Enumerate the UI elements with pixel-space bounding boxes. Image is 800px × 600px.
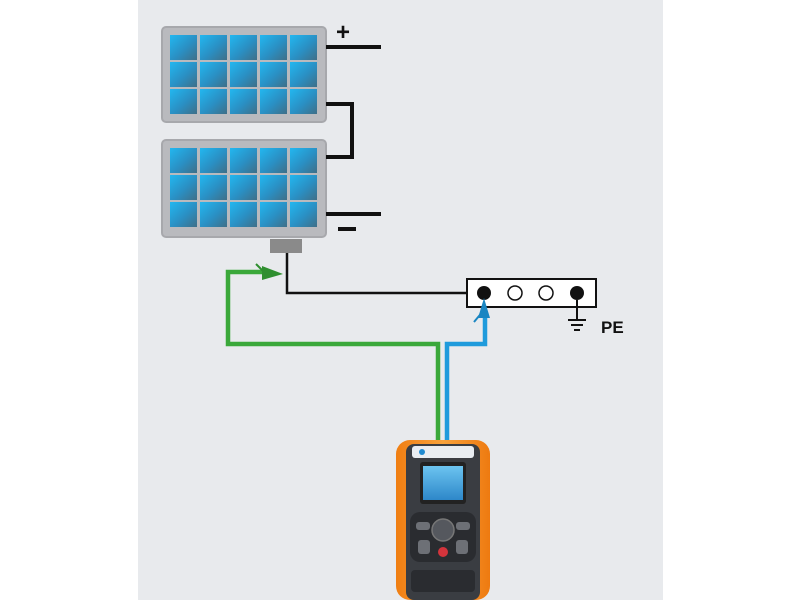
terminal-block [466, 278, 597, 308]
minus-sign [338, 227, 356, 231]
junction-box [270, 239, 302, 253]
pv-cell [290, 89, 317, 114]
pv-cell [260, 35, 287, 60]
pv-cell [290, 202, 317, 227]
pv-cell [230, 148, 257, 173]
pv-cell [170, 35, 197, 60]
pv-cell [230, 62, 257, 87]
pv-cell [170, 175, 197, 200]
insulation-tester [396, 440, 490, 600]
pv-cell [200, 62, 227, 87]
meter-key-left-top [416, 522, 430, 530]
pv-cell [230, 175, 257, 200]
pv-cell [260, 148, 287, 173]
positive-terminal: + [326, 19, 381, 49]
pv-cell [200, 148, 227, 173]
green-test-lead [225, 269, 441, 440]
negative-terminal [326, 212, 381, 231]
pv-cell [200, 89, 227, 114]
pv-cell [290, 175, 317, 200]
ground-icon [568, 300, 586, 331]
pv-cell [260, 175, 287, 200]
pv-cell [170, 89, 197, 114]
pv-cell [260, 89, 287, 114]
pv-cell [290, 148, 317, 173]
meter-key-left [418, 540, 430, 554]
meter-logo-icon [419, 449, 425, 455]
green-clip-icon [255, 263, 283, 280]
pv-cell [230, 202, 257, 227]
meter-key-right-top [456, 522, 470, 530]
terminal-socket-3 [538, 285, 554, 301]
series-connector-wire [326, 102, 354, 159]
terminal-socket-1 [477, 286, 491, 300]
meter-top-label [412, 446, 474, 458]
meter-dial [431, 518, 455, 542]
meter-key-right [456, 540, 468, 554]
pv-cell [230, 35, 257, 60]
pv-cell [230, 89, 257, 114]
blue-clip-icon [473, 298, 490, 323]
pe-label: PE [601, 318, 624, 337]
blue-test-lead [444, 312, 488, 440]
pv-cell [170, 148, 197, 173]
pv-cell [290, 35, 317, 60]
plus-sign: + [336, 19, 350, 46]
black-ground-wire [285, 253, 484, 295]
meter-start-button [438, 547, 448, 557]
pv-cell [170, 62, 197, 87]
terminal-socket-4 [570, 286, 584, 300]
pv-cell [260, 62, 287, 87]
pv-cell [200, 175, 227, 200]
solar-panel-bottom [161, 139, 327, 238]
pv-cell [170, 202, 197, 227]
pv-cell [200, 202, 227, 227]
pv-cell [260, 202, 287, 227]
pv-cell [290, 62, 317, 87]
pv-cell [200, 35, 227, 60]
solar-panel-top [161, 26, 327, 123]
terminal-socket-2 [507, 285, 523, 301]
meter-screen [423, 466, 463, 500]
